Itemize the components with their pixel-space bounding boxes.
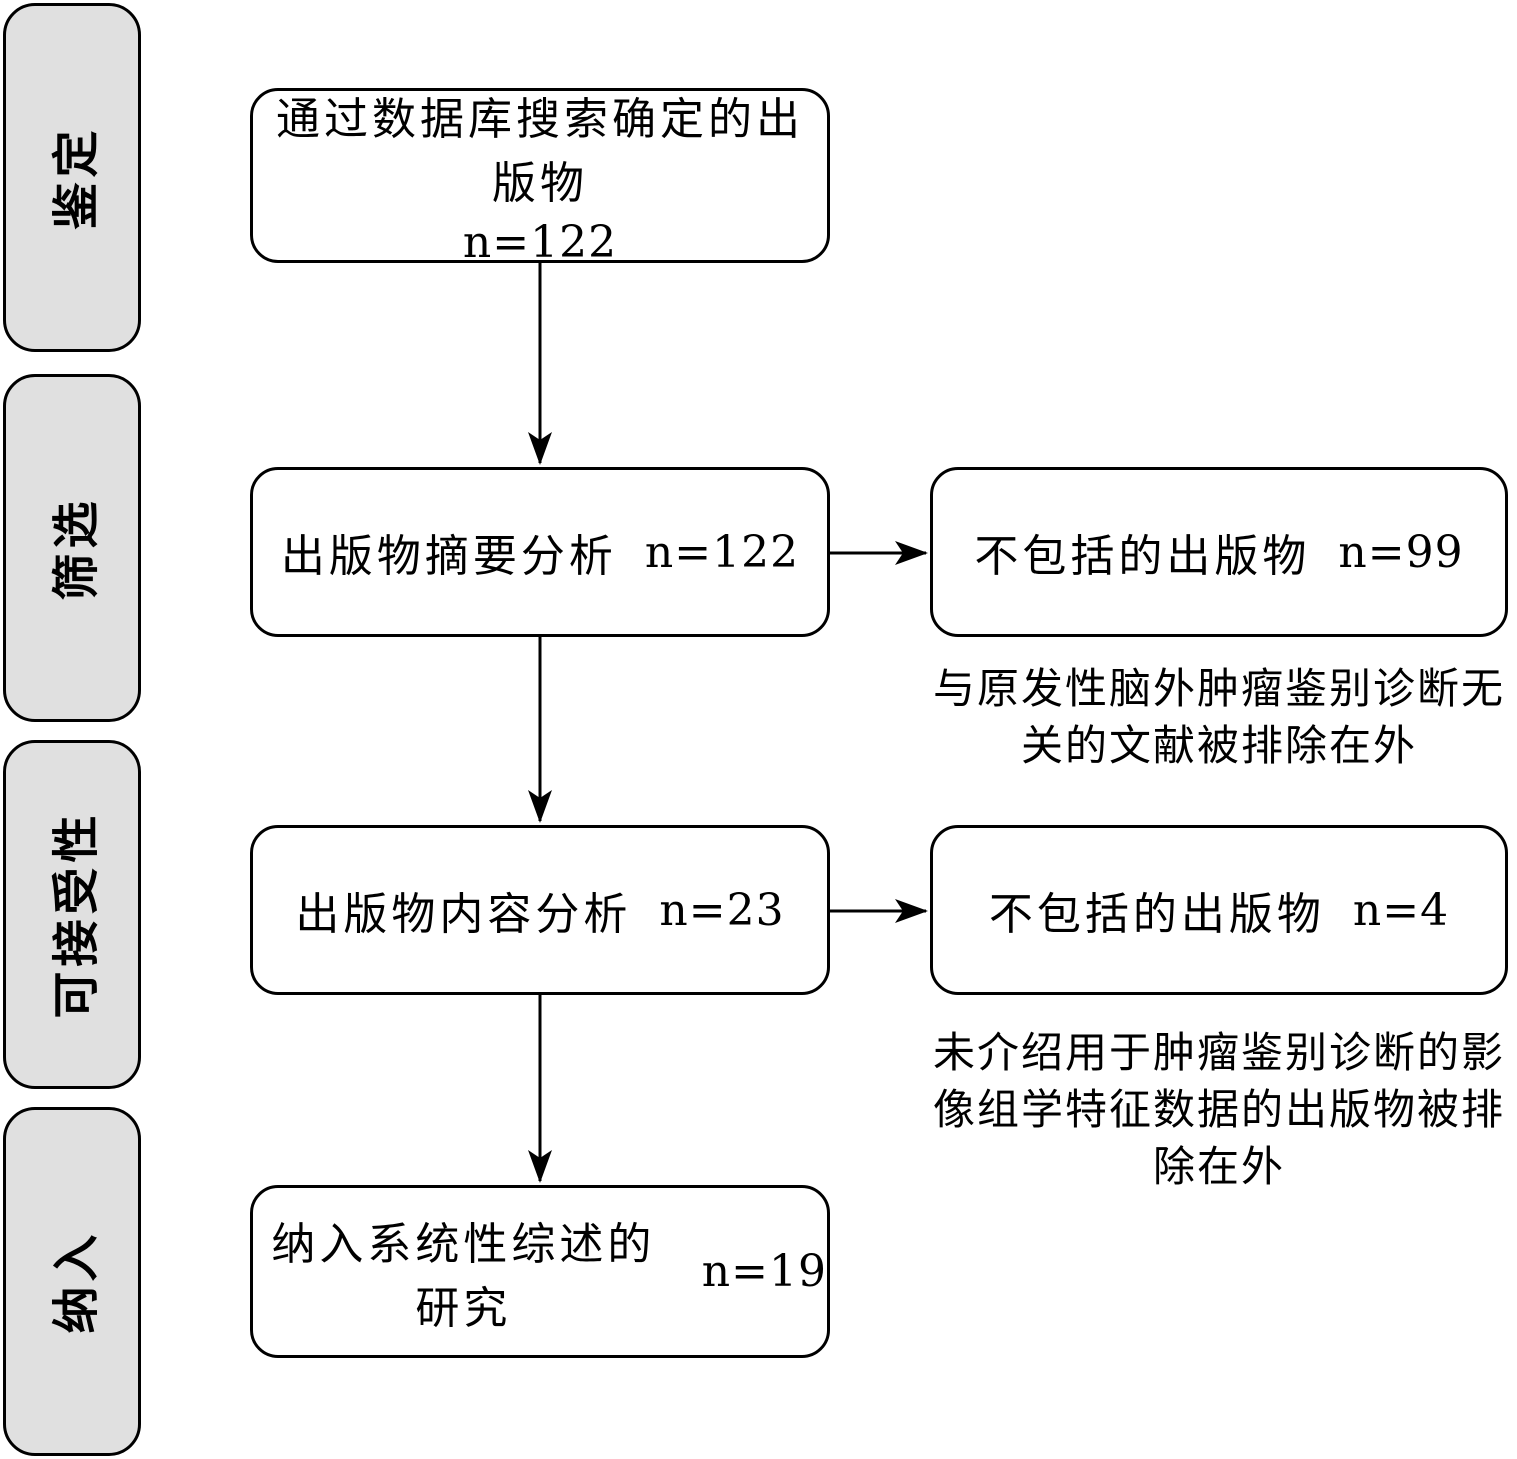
box-content-analysis: 出版物内容分析 n=23 bbox=[250, 825, 830, 995]
box-abstract-analysis-count: n=122 bbox=[644, 526, 800, 578]
stage-eligibility: 可接受性 bbox=[3, 740, 141, 1089]
stage-included-label: 纳入 bbox=[49, 1229, 105, 1334]
stage-screening: 筛选 bbox=[3, 374, 141, 722]
box-identified-publications-text: 通过数据库搜索确定的出版物 bbox=[276, 94, 804, 209]
stage-identification: 鉴定 bbox=[3, 3, 141, 352]
stage-screening-label: 筛选 bbox=[49, 496, 105, 600]
stage-identification-label: 鉴定 bbox=[49, 125, 105, 230]
box-abstract-analysis: 出版物摘要分析 n=122 bbox=[250, 467, 830, 637]
box-excluded-publications-2-count: n=4 bbox=[1352, 884, 1450, 936]
box-included-studies: 纳入系统性综述的研究 n=19 bbox=[250, 1185, 830, 1358]
box-excluded-publications-1-text: 不包括的出版物 bbox=[974, 531, 1311, 582]
box-excluded-publications-1-count: n=99 bbox=[1338, 526, 1464, 578]
box-identified-publications: 通过数据库搜索确定的出版物 n=122 bbox=[250, 88, 830, 268]
excluded-publications-1-caption: 与原发性脑外肿瘤鉴别诊断无关的文献被排除在外 bbox=[932, 664, 1505, 771]
box-included-studies-text: 纳入系统性综述的研究 bbox=[271, 1218, 656, 1334]
box-excluded-publications-1: 不包括的出版物 n=99 bbox=[930, 467, 1508, 637]
box-abstract-analysis-text: 出版物摘要分析 bbox=[280, 531, 617, 582]
box-excluded-publications-2-text: 不包括的出版物 bbox=[988, 889, 1325, 940]
box-content-analysis-text: 出版物内容分析 bbox=[295, 889, 632, 940]
stage-included: 纳入 bbox=[3, 1107, 141, 1456]
box-excluded-publications-2: 不包括的出版物 n=4 bbox=[930, 825, 1508, 995]
box-included-studies-count: n=19 bbox=[701, 1246, 827, 1297]
box-content-analysis-count: n=23 bbox=[659, 884, 785, 936]
box-identified-publications-count: n=122 bbox=[462, 217, 618, 268]
stage-eligibility-label: 可接受性 bbox=[49, 810, 105, 1019]
excluded-publications-2-caption: 未介绍用于肿瘤鉴别诊断的影像组学特征数据的出版物被排除在外 bbox=[932, 1028, 1505, 1192]
